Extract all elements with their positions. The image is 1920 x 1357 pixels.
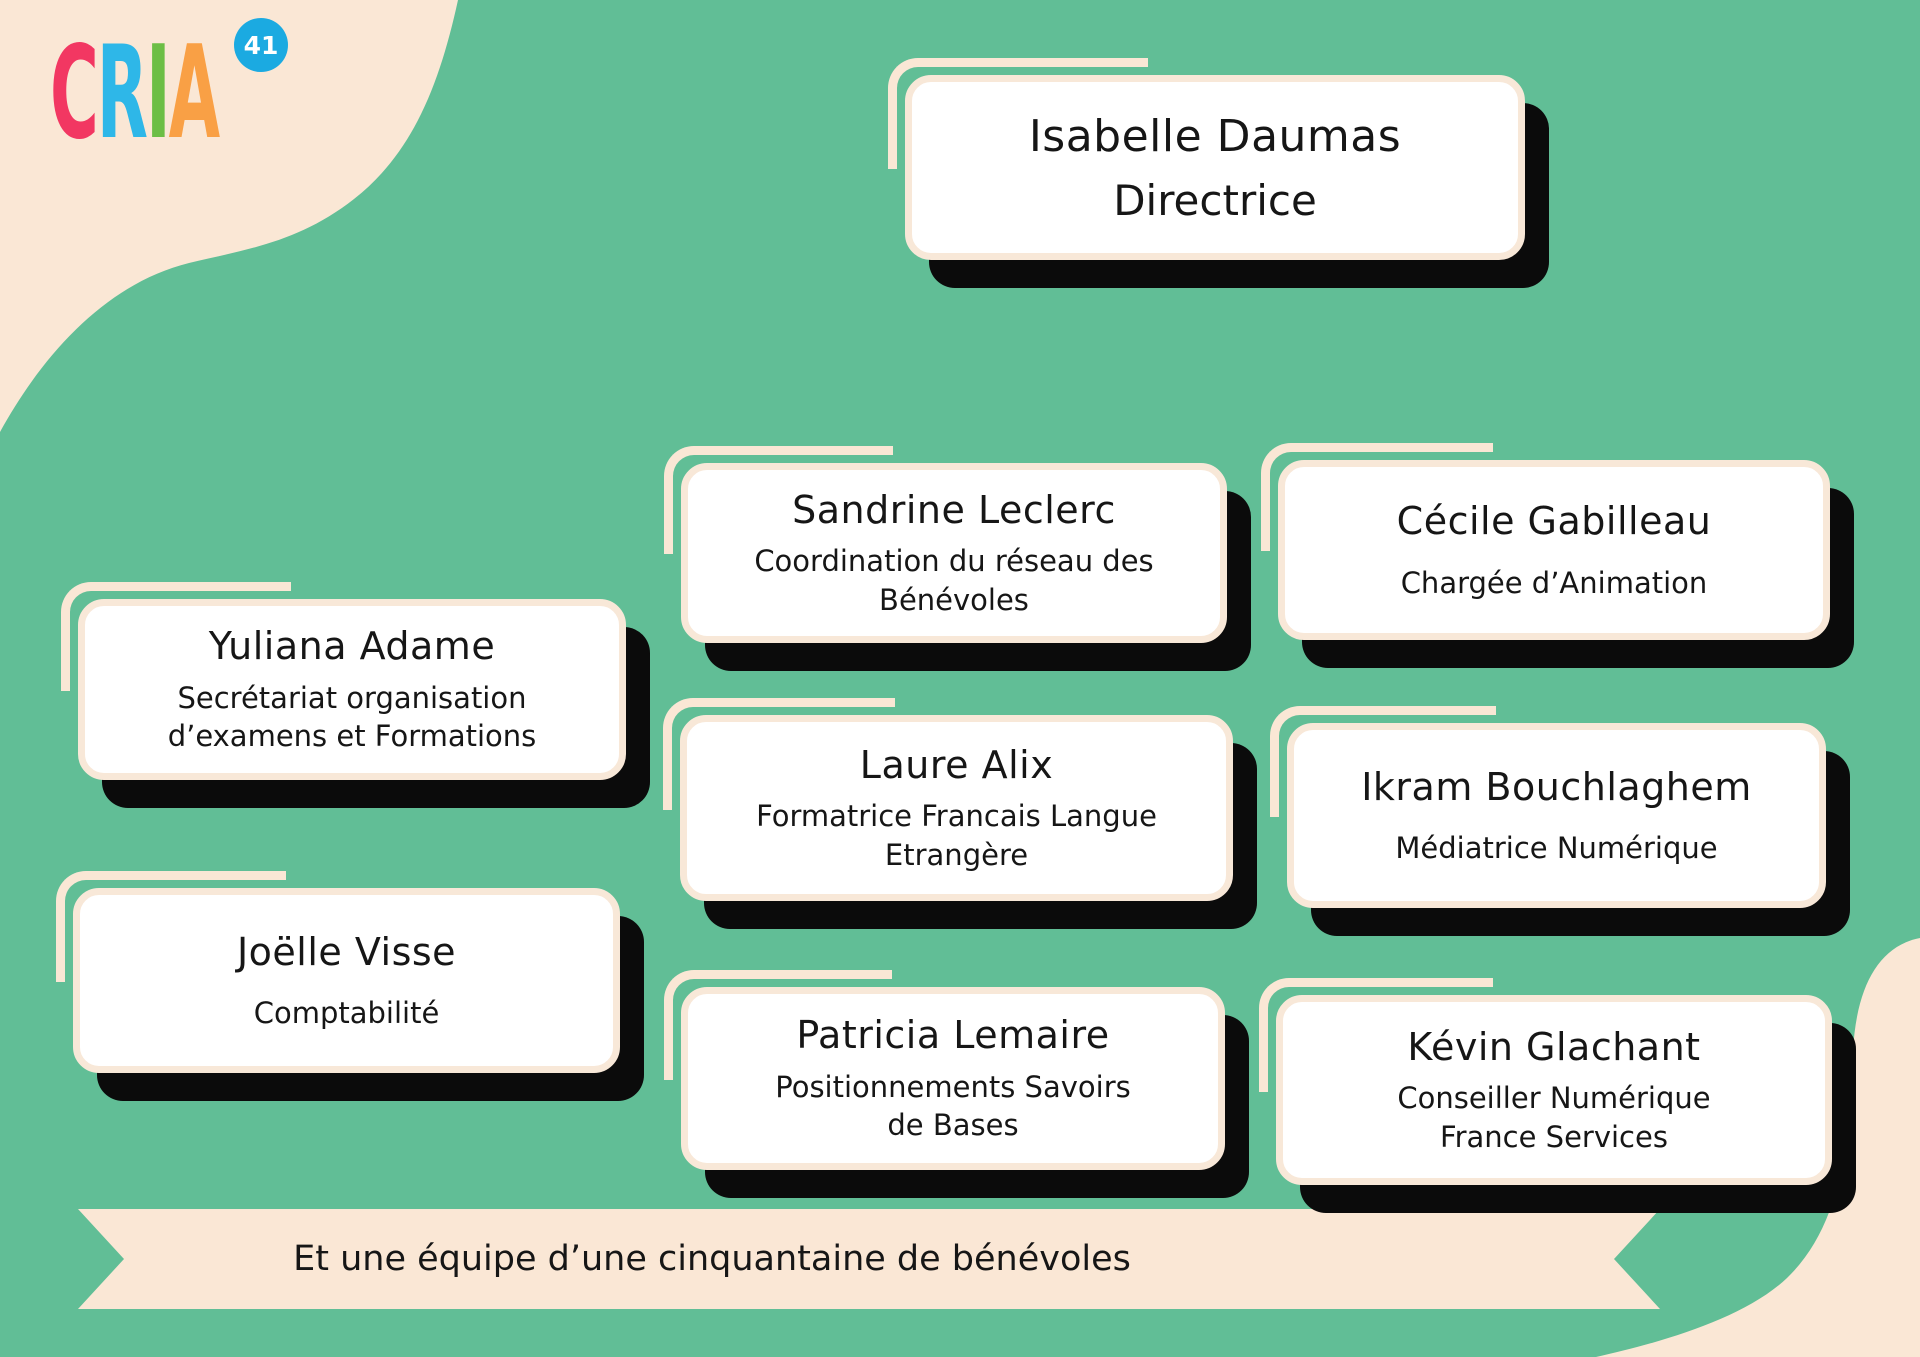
logo-letter-a: A: [168, 19, 221, 168]
person-role: Secrétariat organisation d’examens et Fo…: [167, 680, 537, 754]
person-name: Joëlle Visse: [236, 929, 457, 974]
corner-accent-line: [664, 970, 893, 1080]
logo-letter-i: I: [145, 19, 171, 168]
corner-accent-line: [1261, 443, 1493, 551]
bottom-right-blob: [1596, 938, 1920, 1357]
person-role: Comptabilité: [253, 996, 440, 1031]
corner-accent-line: [56, 871, 286, 982]
person-name: Cécile Gabilleau: [1396, 499, 1712, 544]
org-card-cecile-gabilleau: Cécile Gabilleau Chargée d’Animation: [1261, 443, 1830, 640]
corner-accent-line: [664, 446, 894, 554]
logo-badge-41: 41: [234, 18, 288, 72]
corner-accent-line: [1259, 978, 1493, 1092]
cria-logo-letters: C R I A: [50, 19, 221, 168]
person-role: Coordination du réseau des Bénévoles: [754, 544, 1154, 617]
ribbon-text: Et une équipe d’une cinquantaine de béné…: [293, 1239, 1131, 1279]
corner-accent-line: [1270, 706, 1497, 817]
person-role: Chargée d’Animation: [1400, 565, 1708, 600]
person-role: Positionnements Savoirs de Bases: [775, 1069, 1131, 1143]
person-name: Laure Alix: [859, 742, 1054, 787]
person-name: Isabelle Daumas: [1028, 110, 1402, 162]
person-name: Yuliana Adame: [208, 624, 496, 669]
person-role: Directrice: [1113, 175, 1317, 225]
org-card-isabelle-daumas: Isabelle Daumas Directrice: [888, 58, 1525, 260]
org-card-yuliana-adame: Yuliana Adame Secrétariat organisation d…: [61, 582, 626, 780]
top-left-blob: [0, 0, 458, 432]
org-card-sandrine-leclerc: Sandrine Leclerc Coordination du réseau …: [664, 446, 1227, 643]
person-role: Conseiller Numérique France Services: [1397, 1081, 1711, 1154]
logo-badge-number: 41: [243, 30, 279, 60]
logo-letter-r: R: [96, 19, 148, 168]
cria-logo: C R I A 41: [50, 18, 350, 168]
org-card-patricia-lemaire: Patricia Lemaire Positionnements Savoirs…: [664, 970, 1225, 1170]
corner-accent-line: [61, 582, 292, 691]
org-card-laure-alix: Laure Alix Formatrice Francais Langue Et…: [663, 698, 1233, 901]
org-card-joelle-visse: Joëlle Visse Comptabilité: [56, 871, 620, 1073]
org-card-ikram-bouchlaghem: Ikram Bouchlaghem Médiatrice Numérique: [1270, 706, 1826, 908]
logo-letter-c: C: [50, 19, 99, 168]
person-name: Sandrine Leclerc: [792, 487, 1116, 532]
person-name: Kévin Glachant: [1407, 1024, 1701, 1069]
person-role: Médiatrice Numérique: [1395, 831, 1718, 866]
org-card-kevin-glachant: Kévin Glachant Conseiller Numérique Fran…: [1259, 978, 1832, 1185]
person-role: Formatrice Francais Langue Etrangère: [756, 799, 1157, 872]
corner-accent-line: [888, 58, 1149, 169]
ribbon-banner: Et une équipe d’une cinquantaine de béné…: [78, 1209, 1660, 1309]
person-name: Patricia Lemaire: [796, 1013, 1110, 1058]
person-name: Ikram Bouchlaghem: [1361, 764, 1752, 809]
corner-accent-line: [663, 698, 896, 810]
